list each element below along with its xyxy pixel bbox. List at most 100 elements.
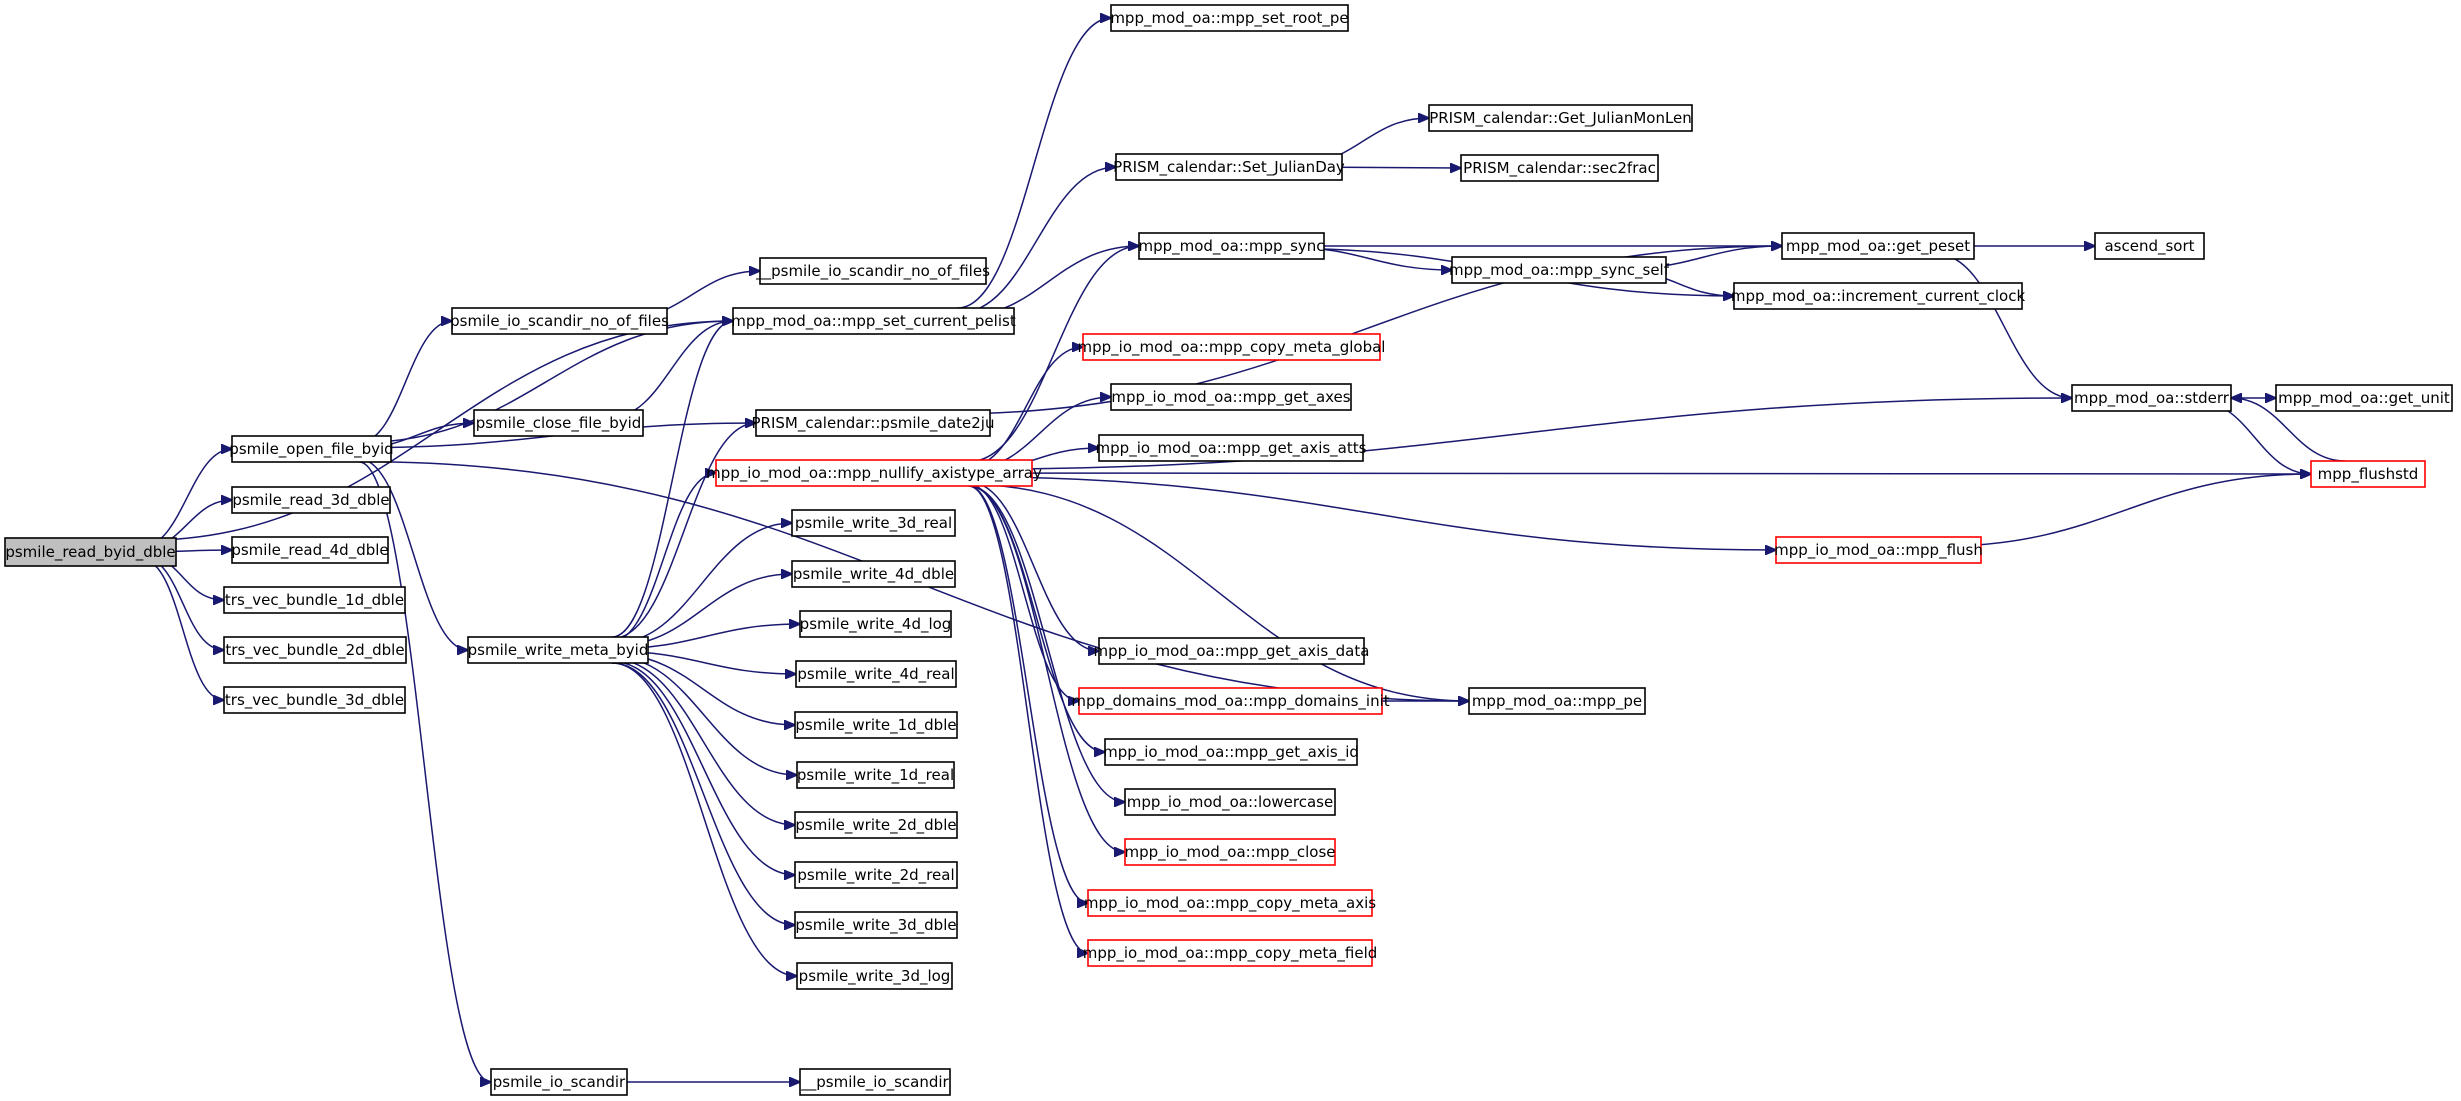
- edge-nullify-to-cpfield: [968, 485, 1088, 953]
- node-psmile-write-3d-log[interactable]: psmile_write_3d_log: [796, 962, 953, 990]
- node-label: psmile_write_4d_log: [800, 615, 952, 634]
- node-box: [223, 686, 406, 714]
- node-mpp-io-mod-oa-mpp-nullify-axistype-array[interactable]: mpp_io_mod_oa::mpp_nullify_axistype_arra…: [706, 459, 1042, 487]
- node-box: [231, 536, 389, 564]
- edge-wmeta-to-nullify: [611, 473, 716, 642]
- node-label: mpp_mod_oa::get_peset: [1786, 237, 1970, 256]
- node-prism-calendar-get-julianmonlen[interactable]: PRISM_calendar::Get_JulianMonLen: [1428, 104, 1693, 132]
- node-label: mpp_io_mod_oa::mpp_get_axes: [1111, 388, 1350, 407]
- node-mpp-mod-oa-increment-current-clock[interactable]: mpp_mod_oa::increment_current_clock: [1731, 282, 2026, 310]
- node-box: [794, 811, 958, 839]
- node-label: psmile_write_meta_byid: [468, 641, 649, 660]
- node-label: psmile_write_2d_dble: [795, 816, 956, 835]
- node-label: psmile_write_3d_real: [795, 514, 952, 533]
- node-mpp-mod-oa-get-peset[interactable]: mpp_mod_oa::get_peset: [1781, 232, 1975, 260]
- node-psmile-write-3d-dble[interactable]: psmile_write_3d_dble: [794, 911, 958, 939]
- node-box: [2071, 384, 2232, 412]
- node-label: mpp_mod_oa::mpp_sync_self: [1449, 261, 1670, 280]
- node-box: [1110, 383, 1352, 411]
- node-trs-vec-bundle-2d-dble[interactable]: trs_vec_bundle_2d_dble: [223, 636, 407, 664]
- node-box: [223, 636, 407, 664]
- node-mpp-io-mod-oa-mpp-copy-meta-global[interactable]: mpp_io_mod_oa::mpp_copy_meta_global: [1078, 333, 1386, 361]
- node-trs-vec-bundle-1d-dble[interactable]: trs_vec_bundle_1d_dble: [223, 586, 406, 614]
- node-box: [1428, 104, 1693, 132]
- node-label: psmile_write_2d_real: [797, 866, 954, 885]
- node-psmile-read-3d-dble[interactable]: psmile_read_3d_dble: [231, 486, 391, 514]
- edge-wmeta-to-setpelist: [611, 321, 733, 638]
- node-mpp-mod-oa-mpp-sync[interactable]: mpp_mod_oa::mpp_sync: [1138, 232, 1325, 260]
- node-mpp-io-mod-oa-mpp-get-axis-data[interactable]: mpp_io_mod_oa::mpp_get_axis_data: [1094, 637, 1370, 665]
- node-label: psmile_open_file_byid: [229, 440, 393, 459]
- node-trs-vec-bundle-3d-dble[interactable]: trs_vec_bundle_3d_dble: [223, 686, 406, 714]
- node-mpp-mod-oa-get-unit[interactable]: mpp_mod_oa::get_unit: [2275, 384, 2453, 412]
- edge-wmeta-to-date2ju: [611, 423, 756, 640]
- node-psmile-io-scandir-no-of-files[interactable]: psmile_io_scandir_no_of_files: [450, 307, 669, 335]
- node-mpp-io-mod-oa-mpp-close[interactable]: mpp_io_mod_oa::mpp_close: [1124, 838, 1336, 866]
- edge-nullify-to-mppclose: [968, 485, 1125, 852]
- node-box: [223, 586, 406, 614]
- node-mpp-io-mod-oa-mpp-get-axis-id[interactable]: mpp_io_mod_oa::mpp_get_axis_id: [1103, 738, 1359, 766]
- edge-getpeset-to-stderr: [1935, 252, 2072, 398]
- node-box: [799, 610, 952, 638]
- node-box: [231, 435, 392, 463]
- node-psmile-write-2d-real[interactable]: psmile_write_2d_real: [794, 861, 958, 889]
- node-mpp-mod-oa-mpp-set-root-pe[interactable]: mpp_mod_oa::mpp_set_root_pe: [1110, 4, 1349, 32]
- node-label: mpp_mod_oa::get_unit: [2278, 389, 2450, 408]
- edge-nullify-to-mppflush: [968, 476, 1776, 550]
- node-box: [1138, 232, 1325, 260]
- node-box: [759, 257, 987, 285]
- node-psmile-read-4d-dble[interactable]: psmile_read_4d_dble: [231, 536, 389, 564]
- edge-nullify-to-stderr: [968, 398, 2072, 470]
- node-mpp-domains-mod-oa-mpp-domains-init[interactable]: mpp_domains_mod_oa::mpp_domains_init: [1071, 687, 1390, 715]
- node-mpp-io-mod-oa-mpp-copy-meta-axis[interactable]: mpp_io_mod_oa::mpp_copy_meta_axis: [1084, 889, 1376, 917]
- edge-root-to-setpelist: [141, 321, 733, 542]
- node-label: PRISM_calendar::Get_JulianMonLen: [1429, 109, 1692, 128]
- node-label: __psmile_io_scandir_no_of_files: [755, 262, 990, 281]
- node-label: mpp_mod_oa::mpp_sync: [1138, 237, 1324, 256]
- node-psmile-open-file-byid[interactable]: psmile_open_file_byid: [229, 435, 394, 463]
- node-mpp-io-mod-oa-mpp-get-axis-atts[interactable]: mpp_io_mod_oa::mpp_get_axis_atts: [1096, 434, 1367, 462]
- node-label: mpp_io_mod_oa::mpp_nullify_axistype_arra…: [706, 464, 1042, 483]
- node-psmile-io-scandir-no-of-files[interactable]: __psmile_io_scandir_no_of_files: [755, 257, 990, 285]
- node-psmile-write-meta-byid[interactable]: psmile_write_meta_byid: [467, 636, 649, 664]
- node-box: [1468, 687, 1646, 715]
- node-ascend-sort[interactable]: ascend_sort: [2094, 232, 2205, 260]
- node-mpp-io-mod-oa-lowercase[interactable]: mpp_io_mod_oa::lowercase: [1124, 788, 1336, 816]
- node-mpp-mod-oa-mpp-sync-self[interactable]: mpp_mod_oa::mpp_sync_self: [1449, 256, 1670, 284]
- node-psmile-write-4d-real[interactable]: psmile_write_4d_real: [795, 660, 957, 688]
- node-label: trs_vec_bundle_2d_dble: [225, 641, 404, 660]
- node-psmile-io-scandir[interactable]: psmile_io_scandir: [490, 1068, 628, 1096]
- node-psmile-write-2d-dble[interactable]: psmile_write_2d_dble: [794, 811, 958, 839]
- node-label: mpp_io_mod_oa::mpp_copy_meta_axis: [1084, 894, 1376, 913]
- node-mpp-io-mod-oa-mpp-flush[interactable]: mpp_io_mod_oa::mpp_flush: [1774, 536, 1983, 564]
- edge-open-to-scanno: [359, 321, 452, 444]
- node-psmile-write-1d-dble[interactable]: psmile_write_1d_dble: [794, 711, 958, 739]
- node-mpp-io-mod-oa-mpp-copy-meta-field[interactable]: mpp_io_mod_oa::mpp_copy_meta_field: [1083, 939, 1378, 967]
- node-psmile-write-3d-real[interactable]: psmile_write_3d_real: [791, 509, 956, 537]
- node-mpp-mod-oa-mpp-set-current-pelist[interactable]: mpp_mod_oa::mpp_set_current_pelist: [731, 307, 1016, 335]
- node-prism-calendar-psmile-date2ju[interactable]: PRISM_calendar::psmile_date2ju: [752, 409, 995, 437]
- node-label: mpp_io_mod_oa::mpp_copy_meta_global: [1078, 338, 1386, 357]
- node-box: [1087, 939, 1373, 967]
- node-label: PRISM_calendar::psmile_date2ju: [752, 414, 995, 433]
- node-prism-calendar-sec2frac[interactable]: PRISM_calendar::sec2frac: [1460, 154, 1659, 182]
- node-psmile-write-1d-real[interactable]: psmile_write_1d_real: [796, 761, 955, 789]
- edge-mppflush-to-flushstd: [1939, 474, 2311, 547]
- node-box: [1124, 788, 1336, 816]
- node-psmile-read-byid-dble[interactable]: psmile_read_byid_dble: [4, 537, 177, 567]
- node-psmile-io-scandir[interactable]: __psmile_io_scandir: [799, 1068, 951, 1096]
- node-psmile-write-4d-log[interactable]: psmile_write_4d_log: [799, 610, 952, 638]
- node-box: [2275, 384, 2453, 412]
- node-mpp-mod-oa-stderr[interactable]: mpp_mod_oa::stderr: [2071, 384, 2232, 412]
- node-box: [1104, 738, 1358, 766]
- node-psmile-write-4d-dble[interactable]: psmile_write_4d_dble: [791, 560, 956, 588]
- node-mpp-io-mod-oa-mpp-get-axes[interactable]: mpp_io_mod_oa::mpp_get_axes: [1110, 383, 1352, 411]
- node-mpp-mod-oa-mpp-pe[interactable]: mpp_mod_oa::mpp_pe: [1468, 687, 1646, 715]
- node-box: [1098, 637, 1365, 665]
- node-box: [1781, 232, 1975, 260]
- node-prism-calendar-set-julianday[interactable]: PRISM_calendar::Set_JulianDay: [1113, 153, 1345, 181]
- node-psmile-close-file-byid[interactable]: psmile_close_file_byid: [473, 409, 644, 437]
- node-label: PRISM_calendar::sec2frac: [1463, 159, 1656, 178]
- node-label: mpp_io_mod_oa::mpp_get_axis_data: [1094, 642, 1370, 661]
- node-mpp-flushstd[interactable]: mpp_flushstd: [2310, 460, 2426, 488]
